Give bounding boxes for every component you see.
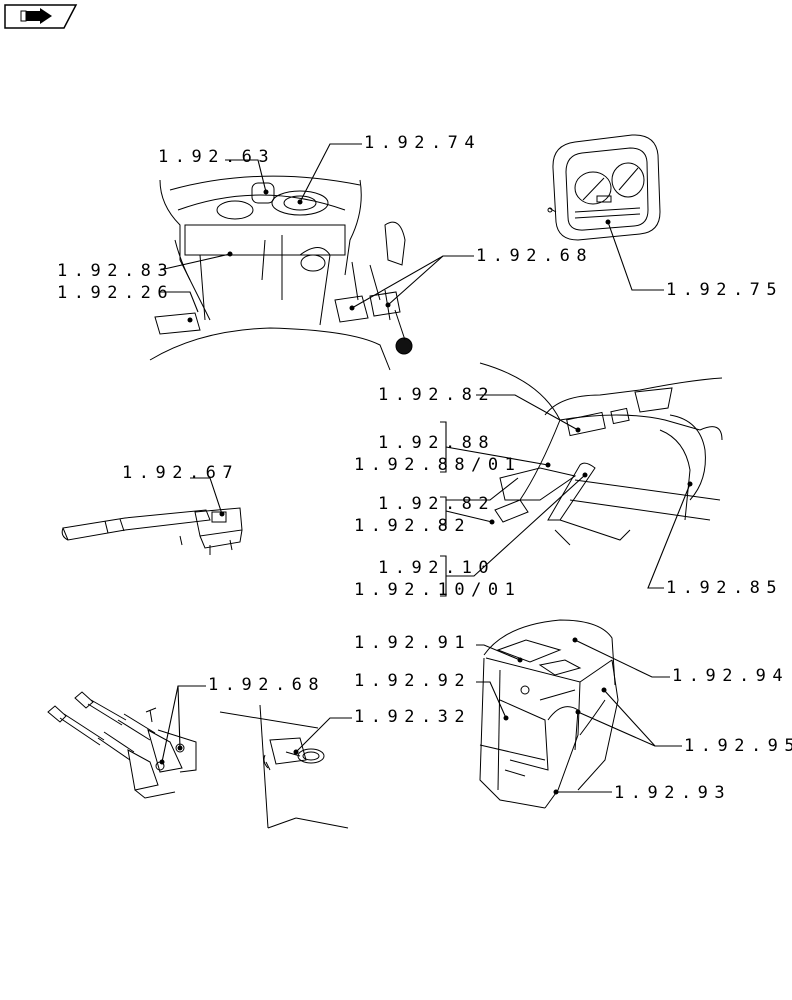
panel5-leaders [159,685,206,765]
label-1-92-94: 1.92.94 [672,666,789,686]
panel2-leaders [605,219,664,291]
label-1-92-63: 1.92.63 [158,147,275,167]
panel3-leaders [440,394,693,597]
label-1-92-68-bottom: 1.92.68 [208,675,325,695]
label-1-92-95: 1.92.95 [684,736,792,756]
steering-pedals-illustration [149,175,413,371]
panel1-leaders [159,143,474,323]
label-1-92-82-c: 1.92.82 [354,516,471,536]
cab-illustration [479,619,619,809]
label-1-92-10: 1.92.10 [378,558,495,578]
label-1-92-88-01: 1.92.88/01 [354,455,521,475]
label-1-92-93: 1.92.93 [614,783,731,803]
label-1-92-85: 1.92.85 [666,578,783,598]
label-1-92-83: 1.92.83 [57,261,174,281]
panel6-leaders [293,717,352,755]
label-1-92-68-top: 1.92.68 [476,246,593,266]
label-1-92-32: 1.92.32 [354,707,471,727]
label-1-92-91: 1.92.91 [354,633,471,653]
label-1-92-74: 1.92.74 [364,133,481,153]
pedal-mount-illustration [219,704,349,829]
label-1-92-82-a: 1.92.82 [378,385,495,405]
panel7-leaders [476,637,682,795]
master-cylinders-illustration [47,691,197,799]
label-1-92-67: 1.92.67 [122,463,239,483]
label-1-92-92: 1.92.92 [354,671,471,691]
label-1-92-88: 1.92.88 [378,433,495,453]
label-1-92-26: 1.92.26 [57,283,174,303]
forward-arrow-icon [20,8,52,24]
label-1-92-82-b: 1.92.82 [378,494,495,514]
label-1-92-10-01: 1.92.10/01 [354,580,521,600]
nav-forward-button[interactable] [4,4,78,29]
panel4-leaders [190,477,225,517]
handbrake-illustration [61,507,243,555]
instrument-cluster-illustration [547,134,661,241]
seat-console-illustration [479,362,723,546]
label-1-92-75: 1.92.75 [666,280,783,300]
